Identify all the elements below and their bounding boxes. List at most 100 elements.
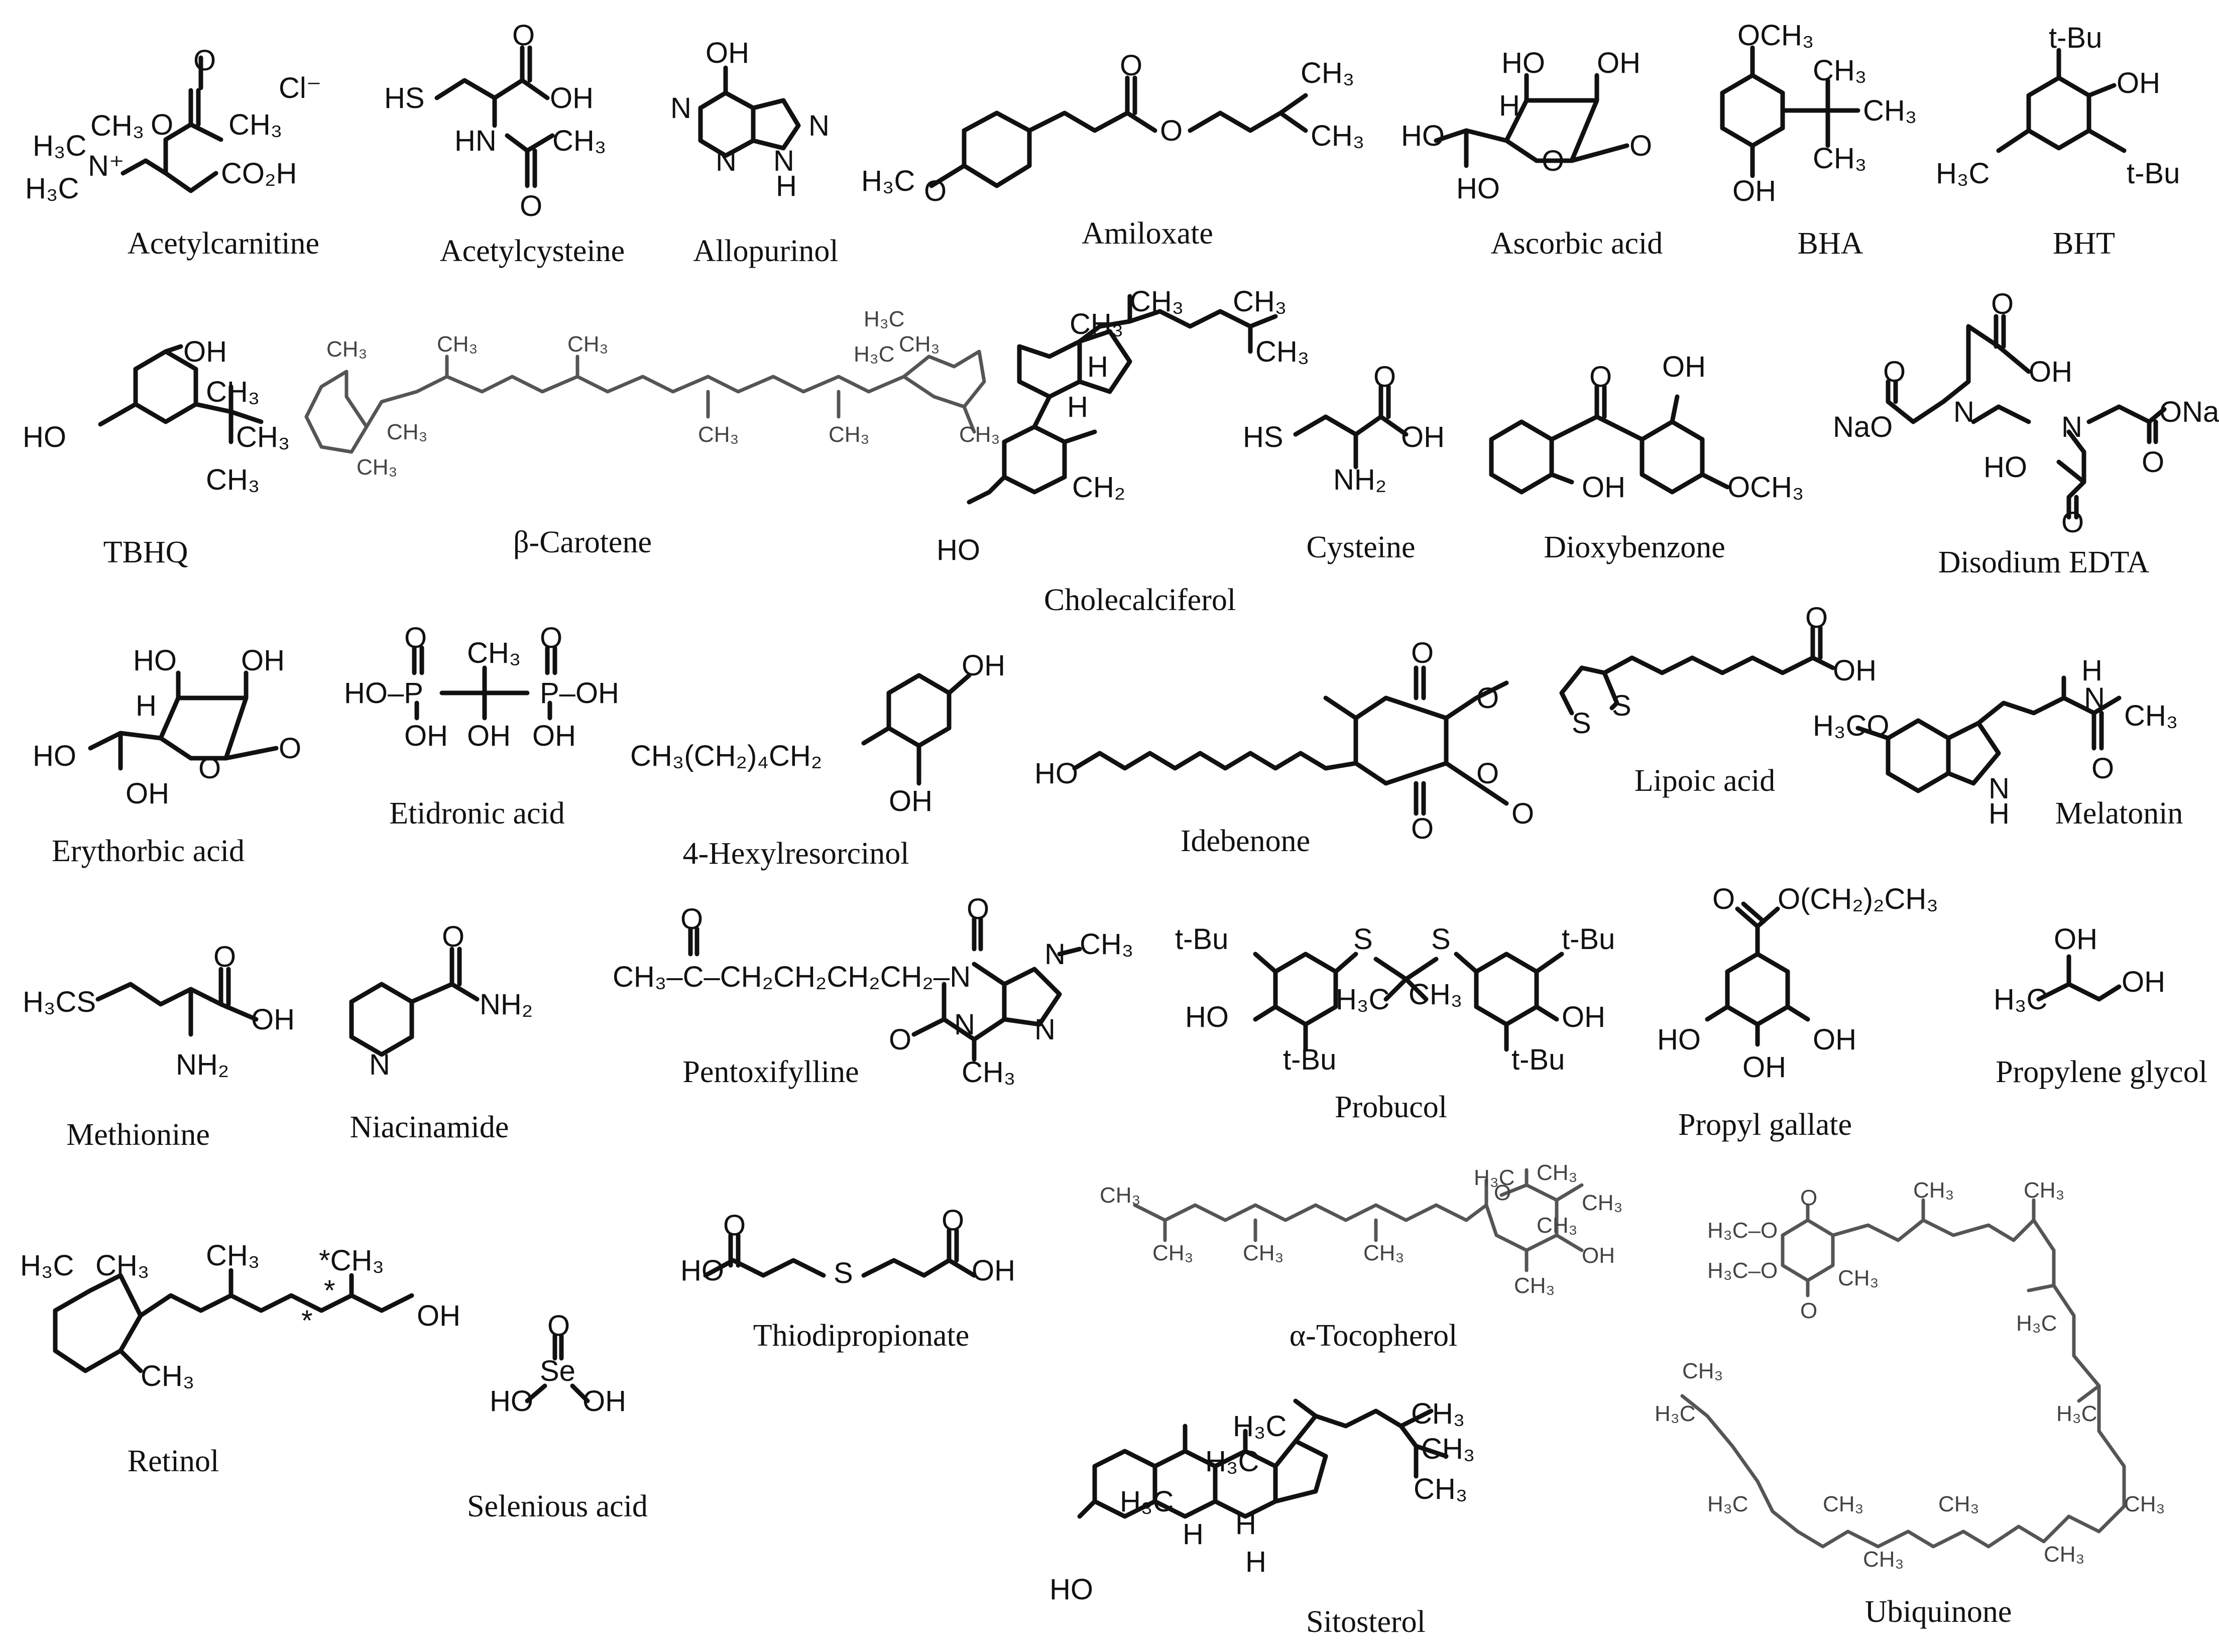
atom-label: O xyxy=(967,893,989,925)
atom-label: H₃C–O xyxy=(1707,1258,1778,1283)
atom-label: H xyxy=(1183,1518,1204,1551)
compound-alpha-tocopherol: CH₃ CH₃ H₃C O CH₃ CH₃ CH₃ CH₃ CH₃ OH CH₃… xyxy=(1100,1160,1622,1353)
atom-label: OH xyxy=(251,1003,295,1036)
atom-label: S xyxy=(1431,923,1451,956)
atom-label: CH₃ xyxy=(1938,1492,1979,1516)
compound-name: Amiloxate xyxy=(1082,216,1213,251)
atom-label: HO xyxy=(1501,47,1545,79)
structure-cysteine: O HS OH NH₂ xyxy=(1243,361,1445,496)
atom-label: CH₃–C–CH₂CH₂CH₂CH₂–N xyxy=(613,961,971,993)
atom-label: N xyxy=(1034,1013,1056,1046)
atom-label: N xyxy=(773,145,794,177)
structure-amiloxate: O CH₃ O CH₃ H₃C O xyxy=(861,49,1364,207)
atom-label: H₃C xyxy=(1233,1410,1287,1443)
bonds-idebenone xyxy=(1072,665,1509,816)
atom-label: O xyxy=(1805,602,1828,634)
atom-label: N xyxy=(1953,396,1974,428)
atom-label: O xyxy=(1411,637,1434,669)
atom-label: HO xyxy=(1401,120,1445,152)
atom-label: H₃C xyxy=(854,342,894,367)
atom-label: OH xyxy=(1401,421,1445,453)
atom-label: CH₃ xyxy=(698,422,739,447)
structure-thiodipropionate: O O HO S OH xyxy=(680,1204,1015,1289)
compound-probucol: t-Bu S S t-Bu H₃C CH₃ HO OH t-Bu t-Bu Pr… xyxy=(1175,923,1615,1124)
atom-label: CO₂H xyxy=(221,157,297,190)
atom-label: CH₃ xyxy=(1863,94,1917,127)
atom-label: ONa xyxy=(2159,396,2219,428)
bonds-bht xyxy=(1996,48,2127,153)
structure-retinol: H₃C CH₃ CH₃ *CH₃ * * OH CH₃ xyxy=(20,1239,460,1392)
compound-name: Pentoxifylline xyxy=(682,1055,859,1089)
bonds-propyl-gallate xyxy=(1705,901,1810,1047)
atom-label: HO xyxy=(937,534,980,566)
compound-name: Acetylcysteine xyxy=(440,234,625,268)
atom-label: H xyxy=(1087,350,1108,383)
atom-label: O xyxy=(1373,361,1396,393)
structure-cholecalciferol: CH₃ CH₃ CH₃ CH₃ H H CH₂ HO xyxy=(937,285,1309,566)
atom-label: OH xyxy=(550,82,594,114)
bonds-beta-carotene xyxy=(304,349,986,454)
atom-label: CH₃ xyxy=(1070,308,1123,340)
atom-label: O xyxy=(1800,1186,1817,1210)
atom-label: O xyxy=(1542,145,1564,177)
structure-probucol: t-Bu S S t-Bu H₃C CH₃ HO OH t-Bu t-Bu xyxy=(1175,923,1615,1076)
atom-label: CH₃ xyxy=(1537,1213,1577,1238)
atom-label: OH xyxy=(404,720,448,752)
atom-label: H xyxy=(136,689,157,722)
compound-name: Methionine xyxy=(66,1118,210,1152)
atom-label: OH xyxy=(1813,1023,1856,1056)
structure-lipoic-acid: O OH S S xyxy=(1559,602,1877,740)
atom-label: N xyxy=(2061,411,2082,443)
atom-label: CH₃ xyxy=(95,1249,149,1282)
atom-label: O xyxy=(1411,812,1434,845)
atom-label: OH xyxy=(532,720,576,752)
atom-label: O xyxy=(520,190,542,222)
compound-name: Sitosterol xyxy=(1306,1605,1426,1639)
compound-name: BHT xyxy=(2053,226,2115,261)
bonds-bha xyxy=(1720,45,1860,178)
atom-label: CH₃ xyxy=(326,337,367,362)
structure-alpha-tocopherol: CH₃ CH₃ H₃C O CH₃ CH₃ CH₃ CH₃ CH₃ OH CH₃ xyxy=(1100,1160,1622,1298)
compound-propyl-gallate: O O(CH₂)₂CH₃ HO OH OH Propyl gallate xyxy=(1657,883,1938,1142)
bonds-niacinamide xyxy=(349,947,480,1057)
atom-label: O xyxy=(213,940,236,973)
atom-label: OH xyxy=(2029,356,2072,388)
bonds-dioxybenzone xyxy=(1489,384,1730,495)
bonds-melatonin xyxy=(1855,675,2122,793)
atom-label: CH₃ xyxy=(1301,57,1354,89)
bonds-erythorbic-acid xyxy=(88,670,279,771)
atom-label: OH xyxy=(1732,175,1776,207)
compound-name: Thiodipropionate xyxy=(753,1319,969,1353)
compound-name: Ubiquinone xyxy=(1865,1595,2012,1629)
atom-label: HO xyxy=(490,1385,533,1418)
structure-ubiquinone: O CH₃ CH₃ H₃C–O H₃C–O CH₃ O H₃C CH₃ H₃C … xyxy=(1655,1178,2165,1572)
atom-label: HO xyxy=(23,421,66,453)
atom-label: O xyxy=(198,752,221,785)
compound-bht: t-Bu OH H₃C t-Bu BHT xyxy=(1936,22,2180,261)
structure-disodium-edta: O OH O N N NaO ONa O HO O xyxy=(1833,288,2219,539)
compound-disodium-edta: O OH O N N NaO ONa O HO O Disodium EDTA xyxy=(1833,288,2219,579)
compound-melatonin: H N CH₃ H₃CO O N H Melatonin xyxy=(1813,654,2183,831)
atom-label: NH₂ xyxy=(176,1048,229,1081)
compound-lipoic-acid: O OH S S Lipoic acid xyxy=(1559,602,1877,798)
structure-allopurinol: OH N N N N H xyxy=(670,37,830,202)
atom-label: H xyxy=(1499,89,1520,122)
compound-name: Probucol xyxy=(1335,1090,1447,1124)
atom-label: N xyxy=(808,109,830,142)
bonds-sitosterol xyxy=(1077,1398,1449,1519)
atom-label: CH₃ xyxy=(437,332,478,357)
atom-label: CH₃ xyxy=(1582,1191,1622,1215)
atom-label: NH₂ xyxy=(1333,463,1386,496)
atom-label: HO xyxy=(1983,451,2027,484)
compound-cholecalciferol: CH₃ CH₃ CH₃ CH₃ H H CH₂ HO Cholecalcifer… xyxy=(937,285,1309,617)
atom-label: CH₃ xyxy=(357,455,397,480)
atom-label: HO xyxy=(1456,172,1500,205)
atom-label: CH₃ xyxy=(1414,1473,1467,1505)
atom-label: HO xyxy=(1034,757,1078,790)
structure-dioxybenzone: O OH OH OCH₃ xyxy=(1489,350,1804,504)
atom-label: * xyxy=(324,1274,335,1307)
bonds-allopurinol xyxy=(698,65,801,158)
compound-name: Cholecalciferol xyxy=(1044,583,1236,617)
atom-label: HO xyxy=(1049,1573,1093,1606)
atom-label: OH xyxy=(183,335,227,368)
